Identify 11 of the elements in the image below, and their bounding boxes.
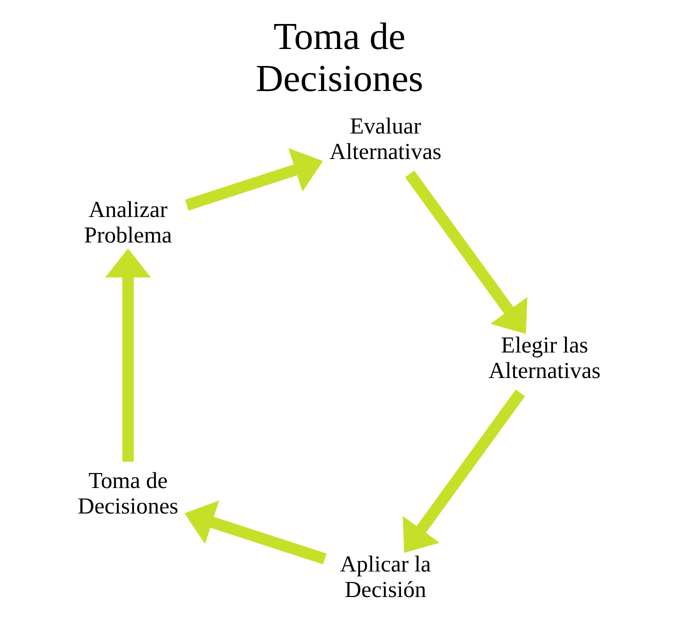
arrow [105,248,151,462]
arrow [402,390,526,553]
node-text: Analizar Problema [84,197,172,248]
arrow [185,148,323,211]
node-text: Aplicar la Decisión [340,551,431,602]
node-text: Evaluar Alternativas [330,114,442,164]
arrow [405,170,528,334]
node-text: Toma de Decisiones [78,468,178,518]
diagram-title: Toma de Decisiones [256,16,424,100]
arrow [184,500,327,564]
node-text: Elegir las Alternativas [488,332,601,383]
